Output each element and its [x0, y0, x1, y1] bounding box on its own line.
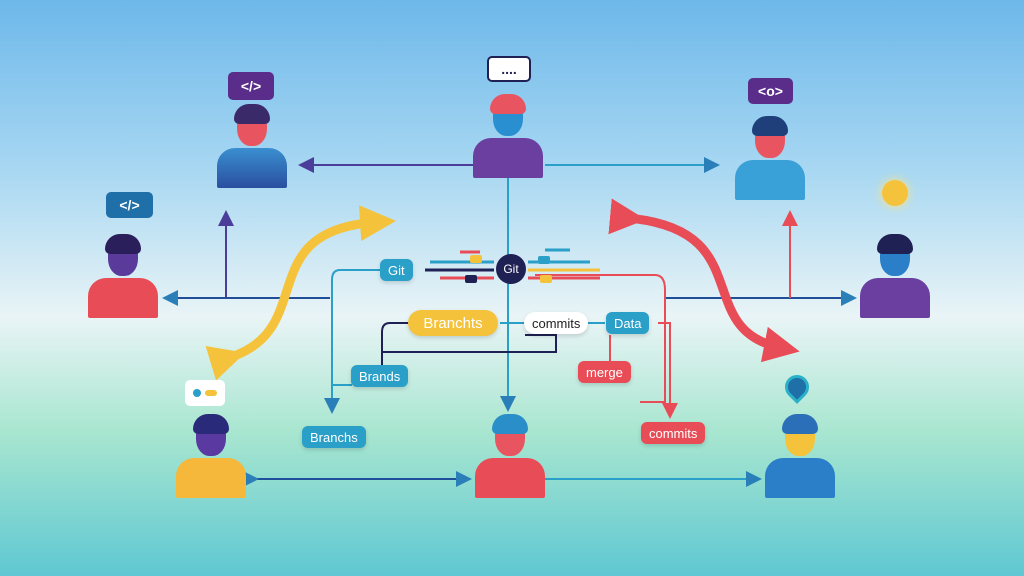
node-commits-bottom[interactable]: commits [641, 422, 706, 444]
git-hub-node[interactable]: Git [496, 254, 526, 284]
red-curved-arrow [608, 198, 800, 363]
person-right [860, 234, 930, 328]
node-branchs[interactable]: Branchs [302, 426, 366, 448]
node-commits[interactable]: commits [524, 312, 589, 334]
code-bubble-icon: <o> [748, 78, 793, 104]
person-top-center [473, 94, 543, 188]
person-bottom-left [176, 414, 246, 508]
code-bubble-icon: </> [228, 72, 274, 100]
node-git[interactable]: Git [380, 259, 413, 281]
person-bottom-center [475, 414, 545, 508]
lightbulb-icon [882, 180, 908, 206]
person-top-right [735, 116, 805, 210]
code-bubble-icon: </> [106, 192, 153, 218]
person-bottom-right [765, 414, 835, 508]
person-top-left [217, 104, 287, 198]
yellow-curved-arrow [205, 205, 396, 381]
node-branchts[interactable]: Branchts [408, 310, 498, 336]
node-data[interactable]: Data [606, 312, 650, 334]
person-left [88, 234, 158, 328]
node-brands[interactable]: Brands [351, 365, 409, 387]
chat-bubble-icon: .... [487, 56, 531, 82]
node-merge[interactable]: merge [578, 361, 631, 383]
chat-dots-icon [185, 380, 225, 406]
